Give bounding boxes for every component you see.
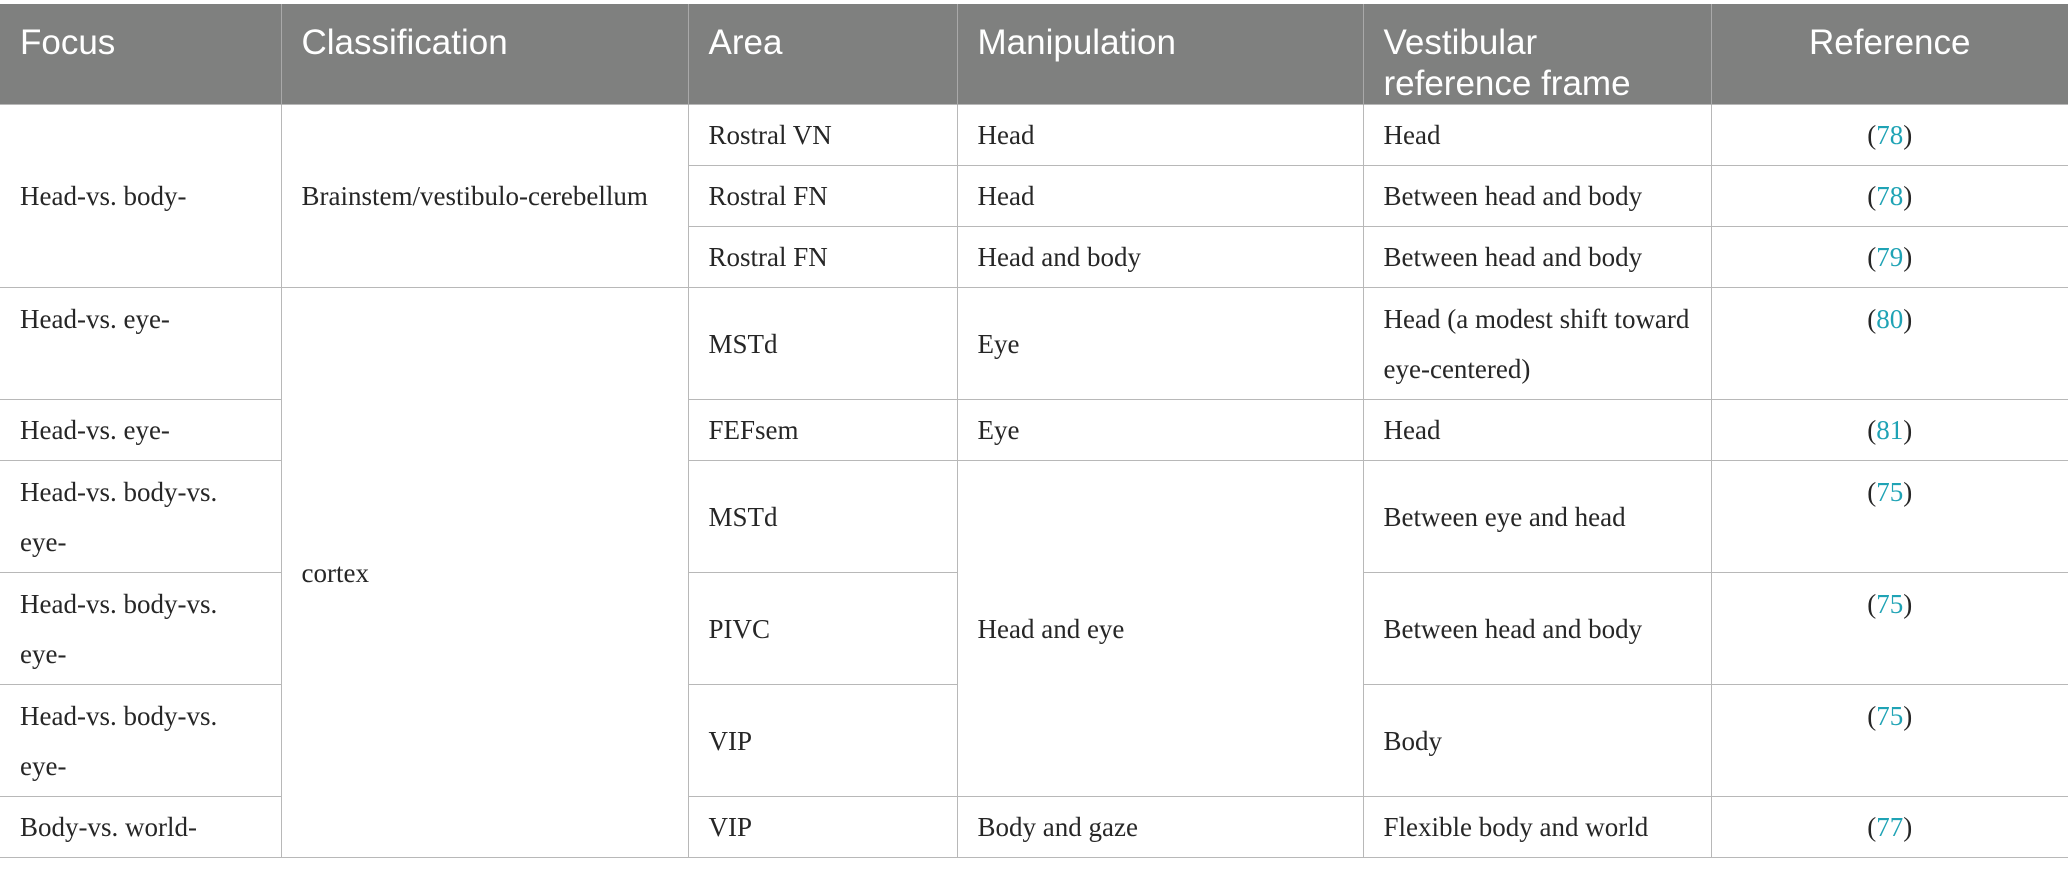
area-cell: MSTd xyxy=(687,460,958,573)
reference-link[interactable]: 75 xyxy=(1876,701,1904,731)
reference-link[interactable]: 77 xyxy=(1876,812,1904,842)
table-row: Head-vs. eye- FEFsem Eye Head (81) xyxy=(0,399,2068,461)
table-row: Rostral FN Head and body Between head an… xyxy=(0,226,2068,288)
manipulation-cell: Body and gaze xyxy=(956,796,1364,858)
reference-cell: (81) xyxy=(1710,399,2068,461)
reference-link[interactable]: 78 xyxy=(1876,181,1904,211)
manipulation-cell: Eye xyxy=(956,287,1364,400)
frame-cell: Head (a modest shift toward eye-centered… xyxy=(1362,287,1712,400)
table-row: Head-vs. body- Brainstem/vestibulo-cereb… xyxy=(0,104,2068,288)
header-manipulation: Manipulation xyxy=(957,4,1364,105)
focus-cell: Head-vs. body-vs. eye- xyxy=(0,460,282,573)
table-row: Body-vs. world- VIP Body and gaze Flexib… xyxy=(0,796,2068,858)
focus-cell: Head-vs. body- xyxy=(0,104,282,288)
table-row: Head-vs. body-vs. eye- VIP Body (75) xyxy=(0,684,2068,797)
reference-link[interactable]: 75 xyxy=(1876,589,1904,619)
frame-cell: Between head and body xyxy=(1362,165,1712,227)
reference-frame-table: Focus Classification Area Manipulation V… xyxy=(0,4,2068,858)
header-focus: Focus xyxy=(0,4,282,105)
frame-cell: Between eye and head xyxy=(1362,460,1712,573)
header-reference-frame: Vestibular reference frame xyxy=(1363,4,1712,105)
header-reference: Reference xyxy=(1711,4,2068,105)
reference-cell: (75) xyxy=(1710,572,2068,685)
area-cell: Rostral FN xyxy=(688,165,958,227)
header-classification: Classification xyxy=(281,4,689,105)
reference-link[interactable]: 80 xyxy=(1876,304,1904,334)
frame-cell: Flexible body and world xyxy=(1362,796,1712,858)
reference-link[interactable]: 78 xyxy=(1876,120,1904,150)
area-cell: Rostral VN xyxy=(687,104,958,166)
manipulation-cell: Eye xyxy=(956,399,1364,461)
table-row: Rostral FN Head Between head and body (7… xyxy=(0,165,2068,227)
manipulation-cell: Head xyxy=(956,104,1364,166)
area-cell: VIP xyxy=(687,684,958,797)
reference-cell: (78) xyxy=(1710,104,2068,166)
area-cell: VIP xyxy=(687,796,958,858)
header-area: Area xyxy=(688,4,958,105)
area-cell: PIVC xyxy=(687,572,958,685)
reference-cell: (77) xyxy=(1710,796,2068,858)
table-row: Head-vs. eye- cortex MSTd Eye Head (a mo… xyxy=(0,287,2068,858)
frame-cell: Head xyxy=(1362,104,1712,166)
focus-cell: Head-vs. body-vs. eye- xyxy=(0,572,282,685)
reference-link[interactable]: 75 xyxy=(1876,477,1904,507)
reference-cell: (80) xyxy=(1710,287,2068,400)
focus-cell: Body-vs. world- xyxy=(0,796,282,858)
table-row: Head-vs. body-vs. eye- MSTd Head and eye… xyxy=(0,460,2068,797)
focus-cell: Head-vs. body-vs. eye- xyxy=(0,684,282,797)
reference-cell: (79) xyxy=(1710,226,2068,288)
reference-link[interactable]: 79 xyxy=(1876,242,1904,272)
classification-cell: cortex xyxy=(280,287,689,858)
reference-cell: (75) xyxy=(1710,460,2068,573)
reference-cell: (78) xyxy=(1710,165,2068,227)
area-cell: FEFsem xyxy=(687,399,958,461)
manipulation-cell: Head and body xyxy=(956,226,1364,288)
frame-cell: Between head and body xyxy=(1362,572,1712,685)
area-cell: Rostral FN xyxy=(688,226,958,288)
table-row: Head-vs. body-vs. eye- PIVC Between head… xyxy=(0,572,2068,685)
focus-cell: Head-vs. eye- xyxy=(0,399,282,461)
manipulation-cell: Head and eye xyxy=(956,460,1364,797)
reference-cell: (75) xyxy=(1710,684,2068,797)
classification-cell: Brainstem/vestibulo-cerebellum xyxy=(280,104,689,288)
area-cell: MSTd xyxy=(687,287,958,400)
focus-cell: Head-vs. eye- xyxy=(0,287,282,400)
frame-cell: Body xyxy=(1362,684,1712,797)
frame-cell: Between head and body xyxy=(1362,226,1712,288)
manipulation-cell: Head xyxy=(956,165,1364,227)
header-row: Focus Classification Area Manipulation V… xyxy=(0,4,2068,105)
reference-link[interactable]: 81 xyxy=(1876,415,1904,445)
frame-cell: Head xyxy=(1362,399,1712,461)
